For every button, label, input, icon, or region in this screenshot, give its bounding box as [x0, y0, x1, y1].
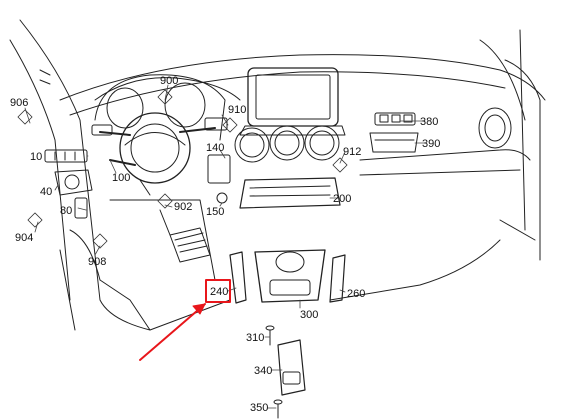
steering-column-switch	[91, 112, 228, 196]
switch-80	[74, 197, 88, 219]
instrument-cluster	[94, 74, 226, 141]
part-label-906: 906	[10, 97, 28, 109]
storage-tray-390	[369, 132, 419, 153]
part-label-904: 904	[15, 232, 33, 244]
part-label-390: 390	[422, 138, 440, 150]
switch-block-380	[374, 112, 416, 126]
part-label-912: 912	[343, 146, 361, 158]
module-140	[207, 154, 231, 184]
highlight-annotation	[139, 279, 231, 361]
part-label-200: 200	[333, 193, 351, 205]
central-display	[239, 67, 346, 136]
screw-310	[265, 325, 275, 346]
part-label-150: 150	[206, 206, 224, 218]
part-label-900: 900	[160, 75, 178, 87]
console-trim-260	[329, 254, 346, 303]
center-vents	[234, 125, 340, 163]
pedals	[159, 209, 211, 263]
part-label-80: 80	[60, 205, 72, 217]
part-label-300: 300	[300, 309, 318, 321]
part-label-100: 100	[112, 172, 130, 184]
part-label-40: 40	[40, 186, 52, 198]
part-label-380: 380	[420, 116, 438, 128]
part-labels: 906 900 910 380 390 10 140 912 100 40 20…	[10, 75, 440, 414]
highlight-arrowhead	[192, 303, 206, 315]
center-console-300	[254, 249, 326, 303]
part-label-140: 140	[206, 142, 224, 154]
dashboard-outline	[9, 19, 546, 331]
climate-control-panel	[239, 177, 341, 209]
part-label-310: 310	[246, 332, 264, 344]
console-trim-240	[229, 251, 247, 304]
screw-350	[273, 399, 283, 419]
part-label-10: 10	[30, 151, 42, 163]
part-label-340: 340	[254, 365, 272, 377]
headlight-switch-40	[54, 169, 93, 196]
right-vent	[478, 107, 512, 149]
highlight-box	[205, 279, 231, 303]
cover-340	[277, 339, 306, 396]
part-label-908: 908	[88, 256, 106, 268]
light-switch-panel-10	[44, 149, 88, 163]
part-label-902: 902	[174, 201, 192, 213]
part-label-350: 350	[250, 402, 268, 414]
part-label-240: 240	[210, 286, 228, 298]
leader-lines	[24, 84, 426, 409]
part-label-260: 260	[347, 288, 365, 300]
button-150	[216, 192, 228, 204]
highlight-arrow	[139, 303, 206, 361]
part-label-910: 910	[228, 104, 246, 116]
pointer-tag-icon	[17, 89, 348, 249]
